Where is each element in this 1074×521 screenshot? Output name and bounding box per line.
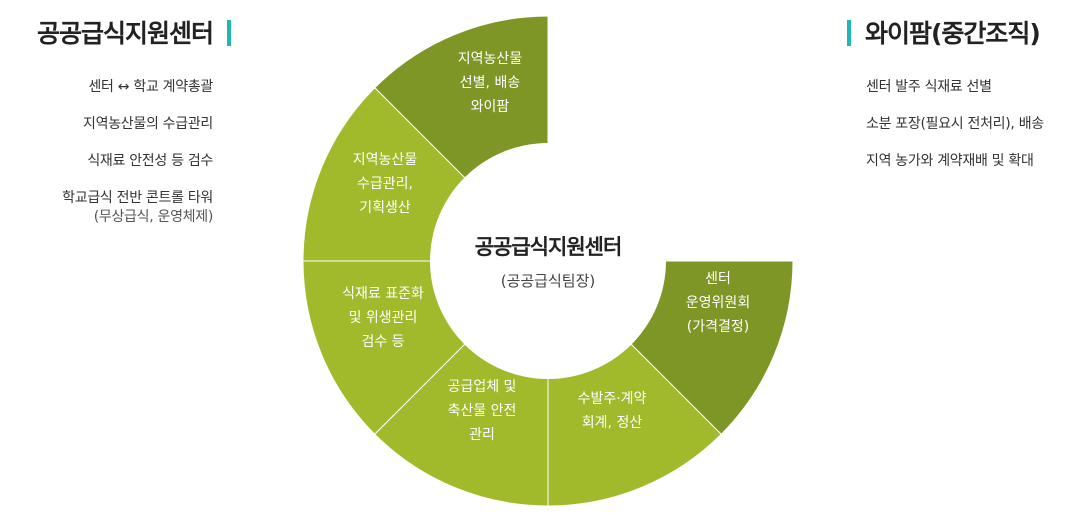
description-text: 식재료 안전성 등 검수 [87, 153, 213, 169]
segment-label-line: 수급관리, [357, 176, 413, 192]
left-title-text: 공공급식지원센터 [36, 19, 214, 48]
left-panel-title: 공공급식지원센터 [37, 14, 231, 50]
description-item: 지역 농가와 계약재배 및 확대 [866, 152, 1044, 171]
segment-label-line: 및 위생관리 [349, 310, 418, 326]
right-title-text: 와이팜(중간조직) [865, 19, 1041, 48]
segment-label-line: 식재료 표준화 [342, 286, 424, 302]
description-text: 지역농산물의 수급관리 [83, 116, 213, 132]
description-item: 센터 발주 식재료 선별 [866, 78, 1044, 97]
center-subtitle: (공공급식팀장) [501, 272, 596, 290]
segment-label-line: 센터 [705, 271, 731, 287]
description-item: 지역농산물의 수급관리 [62, 115, 213, 134]
segment-label-line: 기획생산 [359, 200, 411, 216]
title-accent-bar [227, 20, 231, 46]
description-item: 식재료 안전성 등 검수 [62, 152, 213, 171]
title-accent-bar [847, 20, 851, 46]
segment-label-line: 수발주·계약 [578, 391, 647, 407]
segment-label-line: 지역농산물 [458, 51, 523, 67]
center-title: 공공급식지원센터 [475, 235, 622, 259]
right-panel-title: 와이팜(중간조직) [847, 14, 1041, 50]
segment-label-line: 와이팜 [471, 99, 510, 115]
description-text: 지역 농가와 계약재배 및 확대 [866, 153, 1034, 169]
segment-label-line: 관리 [469, 427, 495, 443]
description-item: 센터 ↔ 학교 계약총괄 [62, 78, 213, 97]
segment-label-line: 지역농산물 [353, 152, 418, 168]
segment-label-line: (가격결정) [687, 319, 749, 335]
segment-label-line: 검수 등 [361, 334, 404, 350]
segment-label-line: 운영위원회 [686, 295, 750, 311]
segment-label-line: 공급업체 및 [448, 379, 517, 395]
center-circle [430, 143, 666, 379]
description-text: 센터 ↔ 학교 계약총괄 [88, 79, 213, 95]
description-subtext: (무상급식, 운영체제) [93, 209, 214, 225]
description-item: 학교급식 전반 콘트롤 타워 (무상급식, 운영체제) [62, 189, 213, 227]
segment-label-line: 선별, 배송 [460, 75, 521, 91]
description-text: 소분 포장(필요시 전처리), 배송 [866, 116, 1044, 132]
description-text: 학교급식 전반 콘트롤 타워 [62, 190, 213, 206]
segment-label-line: 회계, 정산 [582, 415, 643, 431]
description-text: 센터 발주 식재료 선별 [866, 79, 992, 95]
description-item: 소분 포장(필요시 전처리), 배송 [866, 115, 1044, 134]
segment-label-line: 축산물 안전 [448, 403, 517, 419]
